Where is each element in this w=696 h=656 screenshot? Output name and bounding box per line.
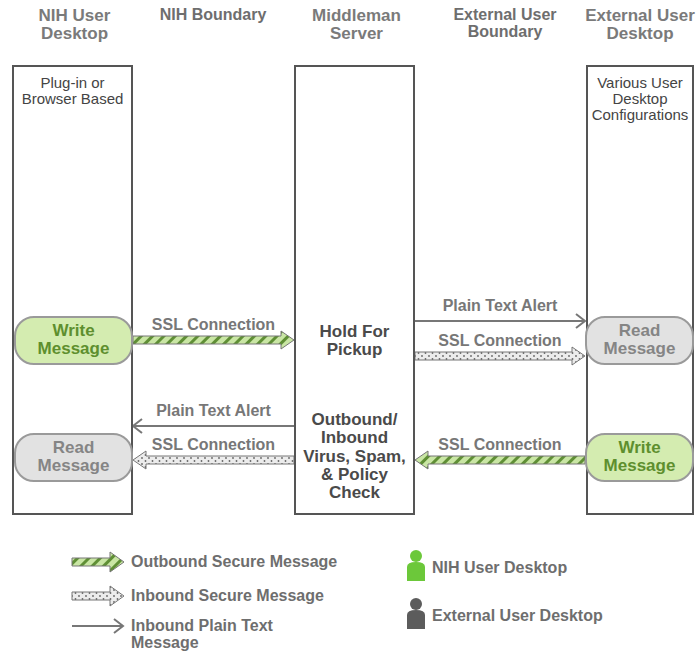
connection-label: SSL Connection xyxy=(436,436,563,454)
column-header: Middleman Server xyxy=(288,7,425,44)
action-pill: Read Message xyxy=(14,433,133,482)
legend-text: Inbound Secure Message xyxy=(131,587,391,604)
action-pill: Write Message xyxy=(585,433,694,482)
legend-text: Outbound Secure Message xyxy=(131,553,391,570)
column-header: External User Desktop xyxy=(582,7,696,44)
connection-label: Plain Text Alert xyxy=(441,297,560,315)
action-pill: Read Message xyxy=(585,316,694,365)
boundary-label: NIH Boundary xyxy=(150,6,276,23)
column-note: Various User Desktop Configurations xyxy=(588,75,692,124)
action-pill: Write Message xyxy=(14,316,133,365)
server-stage: Hold For Pickup xyxy=(296,323,413,360)
server-stage: Outbound/ Inbound Virus, Spam, & Policy … xyxy=(296,411,413,503)
connection-label: SSL Connection xyxy=(150,436,277,454)
legend-sample xyxy=(72,586,124,606)
legend-text: External User Desktop xyxy=(432,607,682,624)
connection-label: SSL Connection xyxy=(436,332,563,350)
connection-label: Plain Text Alert xyxy=(154,402,273,420)
alert-arrow xyxy=(415,314,585,328)
legend-text: Inbound Plain Text Message xyxy=(131,617,321,652)
desktop-column: External User DesktopVarious User Deskto… xyxy=(586,65,694,515)
legend-sample xyxy=(407,550,425,581)
action-text: Read Message xyxy=(16,439,131,476)
action-text: Read Message xyxy=(587,322,692,359)
column-header: NIH User Desktop xyxy=(6,7,143,44)
server-column: Middleman ServerHold For PickupOutbound/… xyxy=(294,65,415,515)
legend-text: NIH User Desktop xyxy=(432,559,682,576)
legend-sample xyxy=(72,619,123,633)
legend-sample xyxy=(72,552,124,572)
legend-sample xyxy=(407,598,425,629)
connection-label: SSL Connection xyxy=(150,316,277,334)
desktop-column: NIH User DesktopPlug-in or Browser Based… xyxy=(12,65,133,515)
column-note: Plug-in or Browser Based xyxy=(14,75,131,107)
alert-arrow xyxy=(133,419,294,433)
boundary-label: External User Boundary xyxy=(440,6,570,41)
action-text: Write Message xyxy=(587,439,692,476)
action-text: Write Message xyxy=(16,322,131,359)
